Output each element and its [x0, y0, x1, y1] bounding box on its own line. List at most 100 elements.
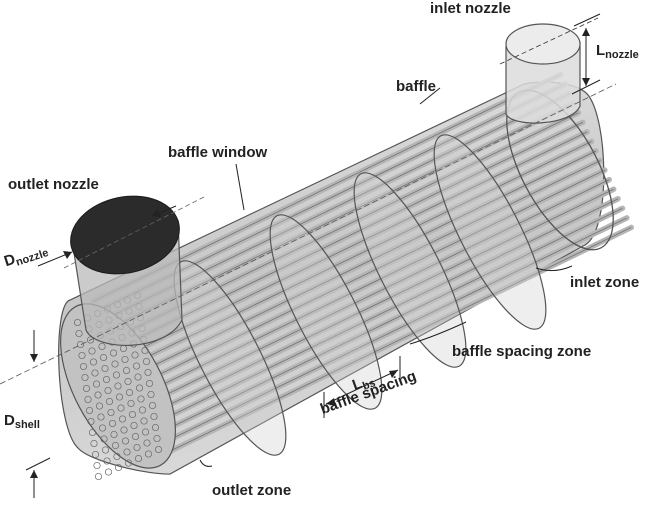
- tube-hole: [147, 390, 155, 399]
- tube-hole: [115, 393, 124, 401]
- tube-hole: [91, 369, 99, 377]
- tube-hole: [84, 395, 92, 404]
- tube-edge: [114, 122, 583, 350]
- tube-hole: [86, 336, 95, 344]
- tube-edge: [136, 169, 605, 398]
- tube-hole: [94, 472, 103, 481]
- tube-hole: [73, 318, 82, 327]
- baffle: [353, 172, 467, 368]
- tube-hole: [88, 428, 97, 437]
- inlet-nozzle-axis: [499, 17, 599, 65]
- tube-hole: [78, 351, 86, 360]
- tube-hole: [124, 459, 133, 467]
- tube-hole: [140, 417, 148, 425]
- baffle-label: baffle: [396, 78, 437, 95]
- inlet-nozzle-label: inlet nozzle: [430, 0, 511, 17]
- tube-hole: [102, 375, 111, 384]
- tube-hole: [85, 406, 94, 415]
- tube-hole: [134, 373, 142, 381]
- tube-hole: [128, 410, 137, 419]
- tube-hole: [121, 437, 130, 445]
- tube-hole: [88, 347, 96, 355]
- tube-hole: [108, 419, 117, 428]
- d-shell-symbol: Dshell: [4, 412, 40, 431]
- outlet-nozzle-label: outlet nozzle: [8, 176, 99, 193]
- dimension-arrowheads: [30, 28, 590, 478]
- outlet-nozzle-axis: [63, 195, 207, 269]
- tube-hole: [130, 421, 138, 430]
- tube-hole: [117, 404, 125, 412]
- tube-hole: [87, 417, 95, 426]
- tube-hole: [141, 346, 149, 355]
- baffle-window-label: baffle window: [168, 144, 268, 161]
- tube-hole: [120, 426, 128, 434]
- tube-hole: [95, 402, 104, 410]
- tube-hole: [105, 397, 114, 406]
- tube-edge: [110, 112, 579, 341]
- tube-hole: [98, 342, 106, 351]
- tube-hole: [76, 340, 85, 349]
- l-nozzle-symbol: Lnozzle: [596, 42, 639, 61]
- baffle: [269, 214, 383, 410]
- tube-hole: [103, 457, 111, 465]
- tube-hole: [150, 412, 158, 421]
- tube-hole: [143, 439, 151, 447]
- tube-hole: [75, 329, 83, 338]
- tube-hole: [132, 362, 141, 370]
- inlet-zone-label: inlet zone: [570, 274, 640, 291]
- tube-hole: [123, 448, 131, 456]
- tube-edge: [119, 131, 588, 360]
- tube-hole: [118, 415, 127, 423]
- tube-hole: [111, 360, 119, 368]
- tube-hole: [90, 439, 98, 448]
- tube-edge: [145, 188, 614, 417]
- tube-hole: [121, 355, 129, 364]
- inlet-nozzle: [505, 42, 581, 124]
- tube-hole: [125, 388, 134, 397]
- tube-hole: [94, 391, 102, 399]
- baffle-spacing-zone-label: baffle spacing zone: [452, 343, 592, 360]
- tube-hole: [145, 379, 154, 388]
- baffle: [433, 134, 547, 330]
- shell-axis: [0, 83, 617, 385]
- tube-edge: [132, 160, 601, 388]
- tube-hole: [89, 358, 98, 366]
- tube-hole: [148, 401, 157, 410]
- tube-hole: [133, 443, 141, 452]
- tube-hole: [113, 452, 121, 461]
- baffle: [173, 260, 287, 456]
- tube-edge: [141, 179, 610, 407]
- tube-hole: [110, 430, 118, 439]
- tube-hole: [111, 441, 120, 450]
- tube-hole: [144, 450, 153, 458]
- tube-hole: [141, 428, 150, 436]
- outlet-end-face: [60, 303, 176, 469]
- tube-hole: [101, 446, 110, 454]
- tube-hole: [131, 432, 140, 441]
- tube-hole: [137, 395, 145, 403]
- tube-hole: [97, 413, 105, 421]
- tube-hole: [91, 450, 100, 459]
- tube-hole: [138, 406, 147, 414]
- tube-hole: [154, 445, 163, 454]
- tube-hole: [134, 454, 143, 463]
- inlet-nozzle-opening: [505, 23, 581, 65]
- tube-hole: [153, 434, 161, 443]
- tube-edge: [123, 141, 592, 369]
- tube-hole: [109, 349, 118, 357]
- tube-edge: [158, 217, 628, 446]
- tube-hole: [151, 423, 160, 432]
- tube-edge: [127, 150, 597, 379]
- baffle-set: [173, 134, 547, 456]
- tube-hole: [114, 463, 123, 472]
- tube-hole: [104, 468, 113, 476]
- tube-hole: [114, 382, 122, 390]
- tube-hole: [92, 380, 101, 388]
- tube-hole: [131, 351, 139, 359]
- tube-hole: [144, 368, 152, 377]
- tube-hole: [142, 357, 151, 366]
- tube-bundle: [89, 71, 635, 458]
- tube-hole: [127, 399, 135, 408]
